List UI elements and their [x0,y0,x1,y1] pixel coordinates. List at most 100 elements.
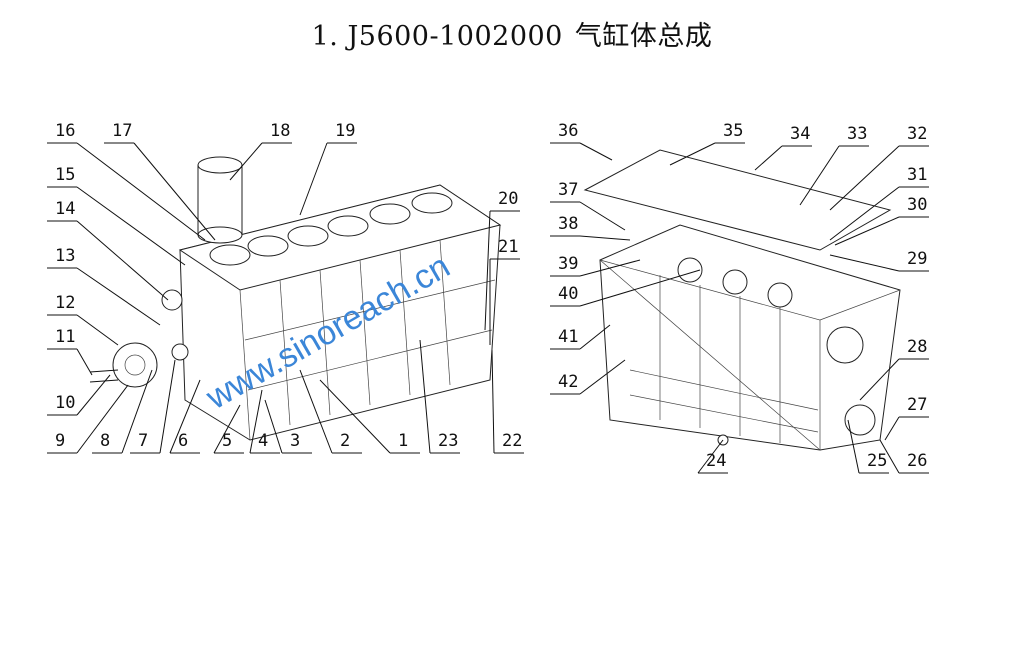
callout-33: 33 [799,124,869,206]
callout-6: 6 [169,379,201,454]
callout-21: 21 [489,237,520,345]
leader-line [159,359,176,454]
right-cylinder-block-drawing [583,149,901,451]
callout-13: 13 [47,246,161,326]
leader-line [319,379,391,454]
leader-line [229,142,263,181]
callout-number: 11 [55,327,75,347]
callout-28: 28 [859,337,929,401]
title-code: 1. J5600-1002000 [311,21,563,52]
callout-12: 12 [47,293,119,346]
leader-line [579,201,626,231]
callout-number: 21 [498,237,518,257]
callout-9: 9 [47,384,129,454]
callout-7: 7 [130,359,176,454]
callout-3: 3 [264,399,312,454]
leader-line [76,142,206,241]
callout-number: 40 [558,284,578,304]
callout-29: 29 [829,249,929,272]
callout-number: 32 [907,124,927,144]
callout-number: 9 [55,431,65,451]
leader-line [76,314,119,346]
callout-26: 26 [879,439,929,474]
callout-number: 37 [558,180,578,200]
leader-line [133,142,216,241]
leader-line [169,379,201,454]
callout-number: 19 [335,121,355,141]
leader-line [264,399,283,454]
callout-number: 23 [438,431,458,451]
callout-17: 17 [104,121,216,241]
callout-number: 34 [790,124,810,144]
callout-number: 10 [55,393,75,413]
callout-number: 39 [558,254,578,274]
callout-31: 31 [829,165,929,241]
leader-line [299,369,333,454]
callout-24: 24 [697,439,728,474]
callout-number: 25 [867,451,887,471]
callout-number: 18 [270,121,290,141]
callout-number: 35 [723,121,743,141]
callout-22: 22 [491,349,524,454]
callout-32: 32 [829,124,929,211]
leader-line [859,358,900,401]
callout-19: 19 [299,121,357,216]
callout-number: 5 [222,431,232,451]
leader-line [299,142,328,216]
leader-line [847,419,860,474]
callout-number: 13 [55,246,75,266]
leader-line [669,142,716,166]
leader-line [484,210,491,331]
callout-number: 17 [112,121,132,141]
callout-number: 20 [498,189,518,209]
title-name: 气缸体总成 [574,21,713,52]
callout-39: 39 [550,254,641,277]
callout-38: 38 [550,214,631,241]
callout-number: 29 [907,249,927,269]
callout-number: 36 [558,121,578,141]
callout-number: 16 [55,121,75,141]
callout-number: 2 [340,431,350,451]
callout-number: 42 [558,372,578,392]
left-cylinder-block-drawing [89,156,502,441]
callout-36: 36 [550,121,613,161]
leader-line [579,359,626,395]
callout-35: 35 [669,121,745,166]
leader-line [76,374,111,416]
leader-line [799,145,840,206]
callout-number: 41 [558,327,578,347]
callout-16: 16 [47,121,206,241]
callout-number: 28 [907,337,927,357]
leader-line [579,142,613,161]
callout-number: 14 [55,199,75,219]
callout-number: 7 [138,431,148,451]
callout-4: 4 [249,389,280,454]
leader-line [76,220,169,301]
callout-number: 24 [706,451,726,471]
leader-line [829,254,900,272]
leader-line [697,439,724,474]
leader-line [76,267,161,326]
callout-34: 34 [754,124,812,171]
leader-line [834,216,900,246]
callout-number: 26 [907,451,927,471]
callout-number: 38 [558,214,578,234]
callout-number: 12 [55,293,75,313]
callout-5: 5 [213,404,244,454]
leader-line [884,416,900,441]
callout-number: 8 [100,431,110,451]
callout-number: 27 [907,395,927,415]
leader-line [579,269,701,307]
leader-line [249,389,263,454]
callout-42: 42 [550,359,626,395]
leader-line [829,186,900,241]
callout-25: 25 [847,419,889,474]
callout-number: 6 [178,431,188,451]
callout-number: 3 [290,431,300,451]
callout-18: 18 [229,121,292,181]
callout-37: 37 [550,180,626,231]
callout-41: 41 [550,324,611,350]
callout-number: 31 [907,165,927,185]
